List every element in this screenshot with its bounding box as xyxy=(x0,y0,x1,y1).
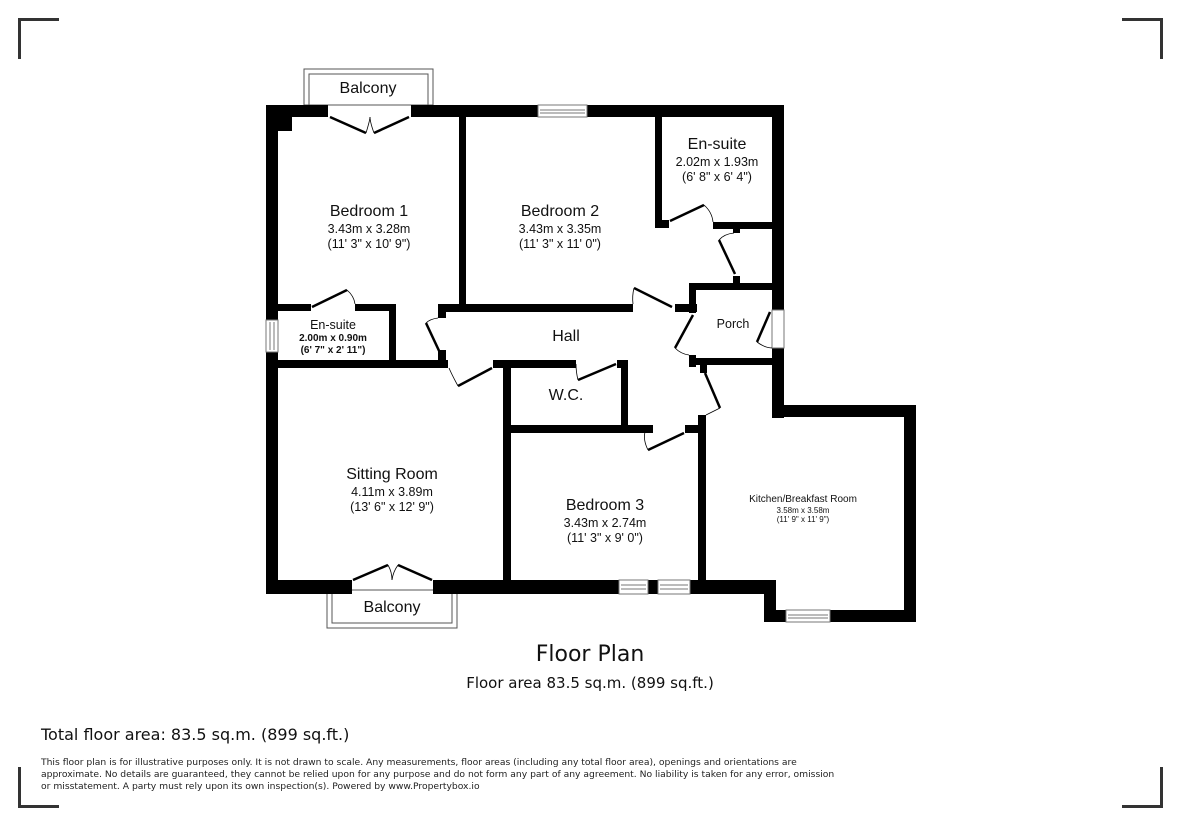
room-wc: W.C. xyxy=(549,387,584,406)
room-name: Kitchen/Breakfast Room xyxy=(749,494,857,505)
walls xyxy=(266,105,916,622)
room-metric: 2.00m x 0.90m xyxy=(299,332,367,344)
room-metric: 2.02m x 1.93m xyxy=(675,154,759,169)
room-sitting-room: Sitting Room 4.11m x 3.89m (13' 6" x 12'… xyxy=(346,466,438,514)
door-arcs xyxy=(346,116,773,581)
room-name: Bedroom 1 xyxy=(329,203,409,220)
room-imperial: (11' 3" x 10' 9") xyxy=(327,236,411,251)
balcony-outline-top xyxy=(303,68,434,106)
room-bedroom-3: Bedroom 3 3.43m x 2.74m (11' 3" x 9' 0") xyxy=(564,497,647,545)
room-imperial: (11' 3" x 9' 0") xyxy=(567,530,643,545)
door-swings xyxy=(311,115,772,582)
room-name: Porch xyxy=(716,317,750,331)
room-imperial: (6' 7" x 2' 11") xyxy=(300,344,366,356)
room-hall: Hall xyxy=(552,328,580,347)
room-en-suite-main: En-suite 2.02m x 1.93m (6' 8" x 6' 4") xyxy=(676,136,759,184)
balcony-outline-bottom xyxy=(326,589,458,629)
room-metric: 3.43m x 3.28m xyxy=(327,221,411,236)
corner-mark-bottom-right xyxy=(1122,767,1163,808)
room-name: Sitting Room xyxy=(346,466,438,483)
room-name: Hall xyxy=(552,328,580,345)
room-imperial: (11' 9" x 11' 9") xyxy=(776,515,830,525)
room-porch: Porch xyxy=(717,317,750,332)
windows xyxy=(265,104,831,623)
room-kitchen-breakfast: Kitchen/Breakfast Room 3.58m x 3.58m (11… xyxy=(749,494,857,525)
room-metric: 3.43m x 2.74m xyxy=(563,515,647,530)
plan-floor-area: Floor area 83.5 sq.m. (899 sq.ft.) xyxy=(466,674,714,692)
room-metric: 3.43m x 3.35m xyxy=(518,221,602,236)
room-name: Bedroom 3 xyxy=(565,497,645,514)
room-name: En-suite xyxy=(687,136,747,153)
balcony-label-bottom: Balcony xyxy=(363,599,421,616)
room-bedroom-2: Bedroom 2 3.43m x 3.35m (11' 3" x 11' 0"… xyxy=(519,203,602,251)
room-imperial: (13' 6" x 12' 9") xyxy=(350,499,434,514)
corner-mark-bottom-left xyxy=(18,767,59,808)
corner-mark-top-left xyxy=(18,18,59,59)
disclaimer-text: This floor plan is for illustrative purp… xyxy=(41,757,835,792)
room-name: En-suite xyxy=(310,318,356,332)
plan-title: Floor Plan xyxy=(535,642,645,667)
total-floor-area: Total floor area: 83.5 sq.m. (899 sq.ft.… xyxy=(41,725,350,744)
room-metric: 4.11m x 3.89m xyxy=(351,484,433,499)
room-name: W.C. xyxy=(548,387,584,404)
room-en-suite-small: En-suite 2.00m x 0.90m (6' 7" x 2' 11") xyxy=(299,318,367,356)
corner-mark-top-right xyxy=(1122,18,1163,59)
room-imperial: (6' 8" x 6' 4") xyxy=(682,169,752,184)
room-metric: 3.58m x 3.58m xyxy=(776,505,830,515)
room-imperial: (11' 3" x 11' 0") xyxy=(519,236,601,251)
room-name: Bedroom 2 xyxy=(520,203,600,220)
room-bedroom-1: Bedroom 1 3.43m x 3.28m (11' 3" x 10' 9"… xyxy=(328,203,411,251)
balcony-label-top: Balcony xyxy=(339,80,397,97)
